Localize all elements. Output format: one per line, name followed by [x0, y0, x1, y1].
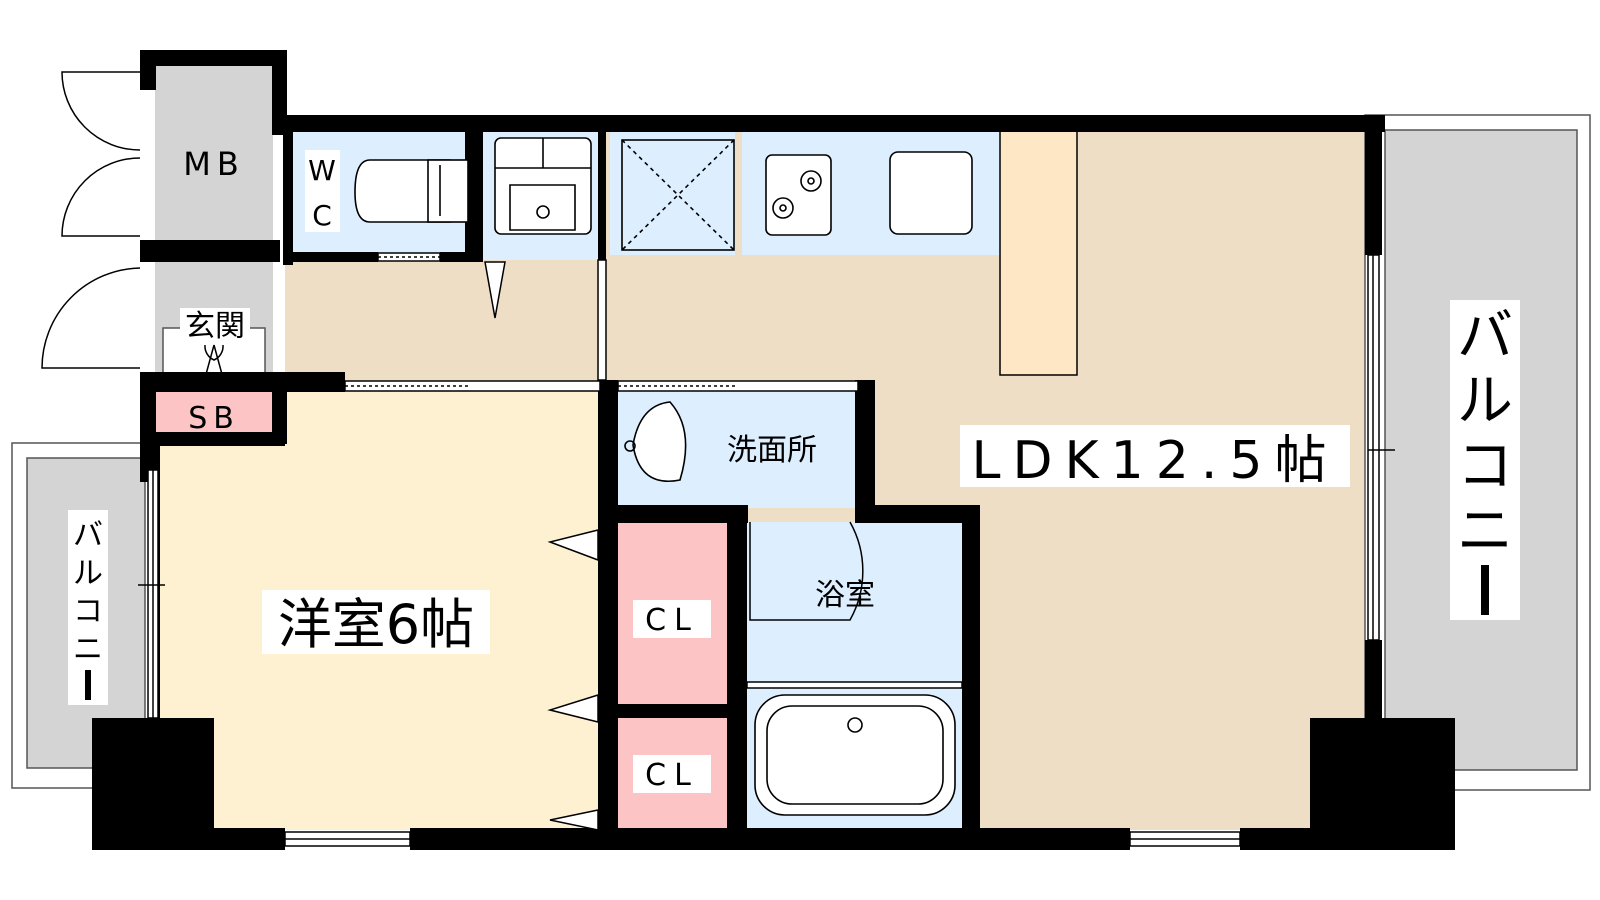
stove-icon [765, 154, 832, 236]
threshold [746, 681, 963, 689]
balcony-left-char: バ [73, 518, 103, 553]
ldk-label: LDK12.5帖 [972, 431, 1339, 491]
wall [283, 130, 293, 265]
sb-label: SB [188, 401, 240, 436]
balcony-left-char: ニ [73, 632, 103, 667]
wall [1365, 115, 1382, 255]
door-swing [204, 344, 224, 379]
washroom-label: 洗面所 [727, 433, 817, 468]
bathtub-icon [754, 694, 956, 816]
balcony-right-char-bar [1481, 565, 1489, 615]
wall [285, 380, 345, 392]
refrigerator-space-icon [621, 139, 735, 251]
wall [140, 50, 156, 90]
door-swing [547, 529, 599, 562]
balcony-right-char: コ [1457, 434, 1513, 499]
labels: MB W C 玄関 SB 洗面所 浴室 CL CL 洋室6帖 LDK12.5帖 … [68, 145, 1520, 793]
mb-label: MB [183, 145, 245, 183]
wall [272, 50, 287, 135]
door-swing [61, 71, 141, 151]
bedroom-label: 洋室6帖 [278, 593, 474, 656]
wall [140, 50, 285, 66]
entrance-label-bg [180, 308, 250, 342]
wall [727, 505, 747, 830]
closet-lower-label: CL [645, 758, 699, 793]
closet-upper-label-bg [633, 600, 711, 638]
wc-label-c: C [312, 199, 332, 232]
walls [92, 50, 1455, 850]
wall [855, 380, 875, 510]
mb-floor [155, 65, 273, 245]
closet-upper-label: CL [645, 603, 699, 638]
wall [855, 505, 977, 523]
door-swing [549, 809, 599, 831]
bathroom-label: 浴室 [815, 578, 875, 613]
kitchen-sink-icon [889, 151, 973, 235]
wall [598, 380, 618, 830]
wall [410, 828, 1130, 850]
sliding-door [597, 259, 607, 381]
wall [598, 505, 748, 523]
wall [272, 372, 287, 444]
column [1310, 718, 1455, 850]
toilet-icon [354, 159, 469, 223]
balcony-right-char: バ [1457, 304, 1513, 369]
ldk-label-bg [960, 425, 1350, 487]
wall [465, 130, 483, 262]
wall [140, 440, 156, 470]
entrance-label: 玄関 [185, 309, 245, 344]
wall [272, 115, 1385, 132]
washing-machine-icon [494, 137, 592, 235]
balcony-left-char: ル [73, 556, 103, 591]
door-swing [61, 157, 141, 237]
island-counter [999, 129, 1078, 376]
door-swing [41, 267, 141, 369]
balcony-right-outline [1364, 114, 1591, 791]
wash-basin-icon [624, 401, 687, 482]
wall [440, 252, 483, 262]
balcony-right-char: ル [1457, 369, 1513, 434]
door-swing [484, 261, 506, 319]
openings [138, 140, 1395, 847]
wc-label-w: W [308, 154, 336, 187]
wall [140, 432, 285, 446]
balcony-right-char: ニ [1457, 499, 1513, 564]
fridge-space [610, 130, 735, 255]
door-swings [41, 71, 864, 831]
fixtures [354, 137, 973, 816]
wall [283, 252, 378, 262]
door-swing [547, 693, 599, 723]
wall [1365, 640, 1382, 740]
balcony-left-char: コ [73, 594, 103, 629]
wall [140, 240, 280, 262]
balcony-left-char-bar [85, 670, 91, 700]
bedroom-label-bg [262, 590, 490, 654]
door-swing [749, 521, 864, 621]
wall [962, 505, 980, 830]
closet-lower-label-bg [633, 755, 711, 793]
wall [615, 704, 730, 718]
wc-label-bg [305, 150, 340, 232]
